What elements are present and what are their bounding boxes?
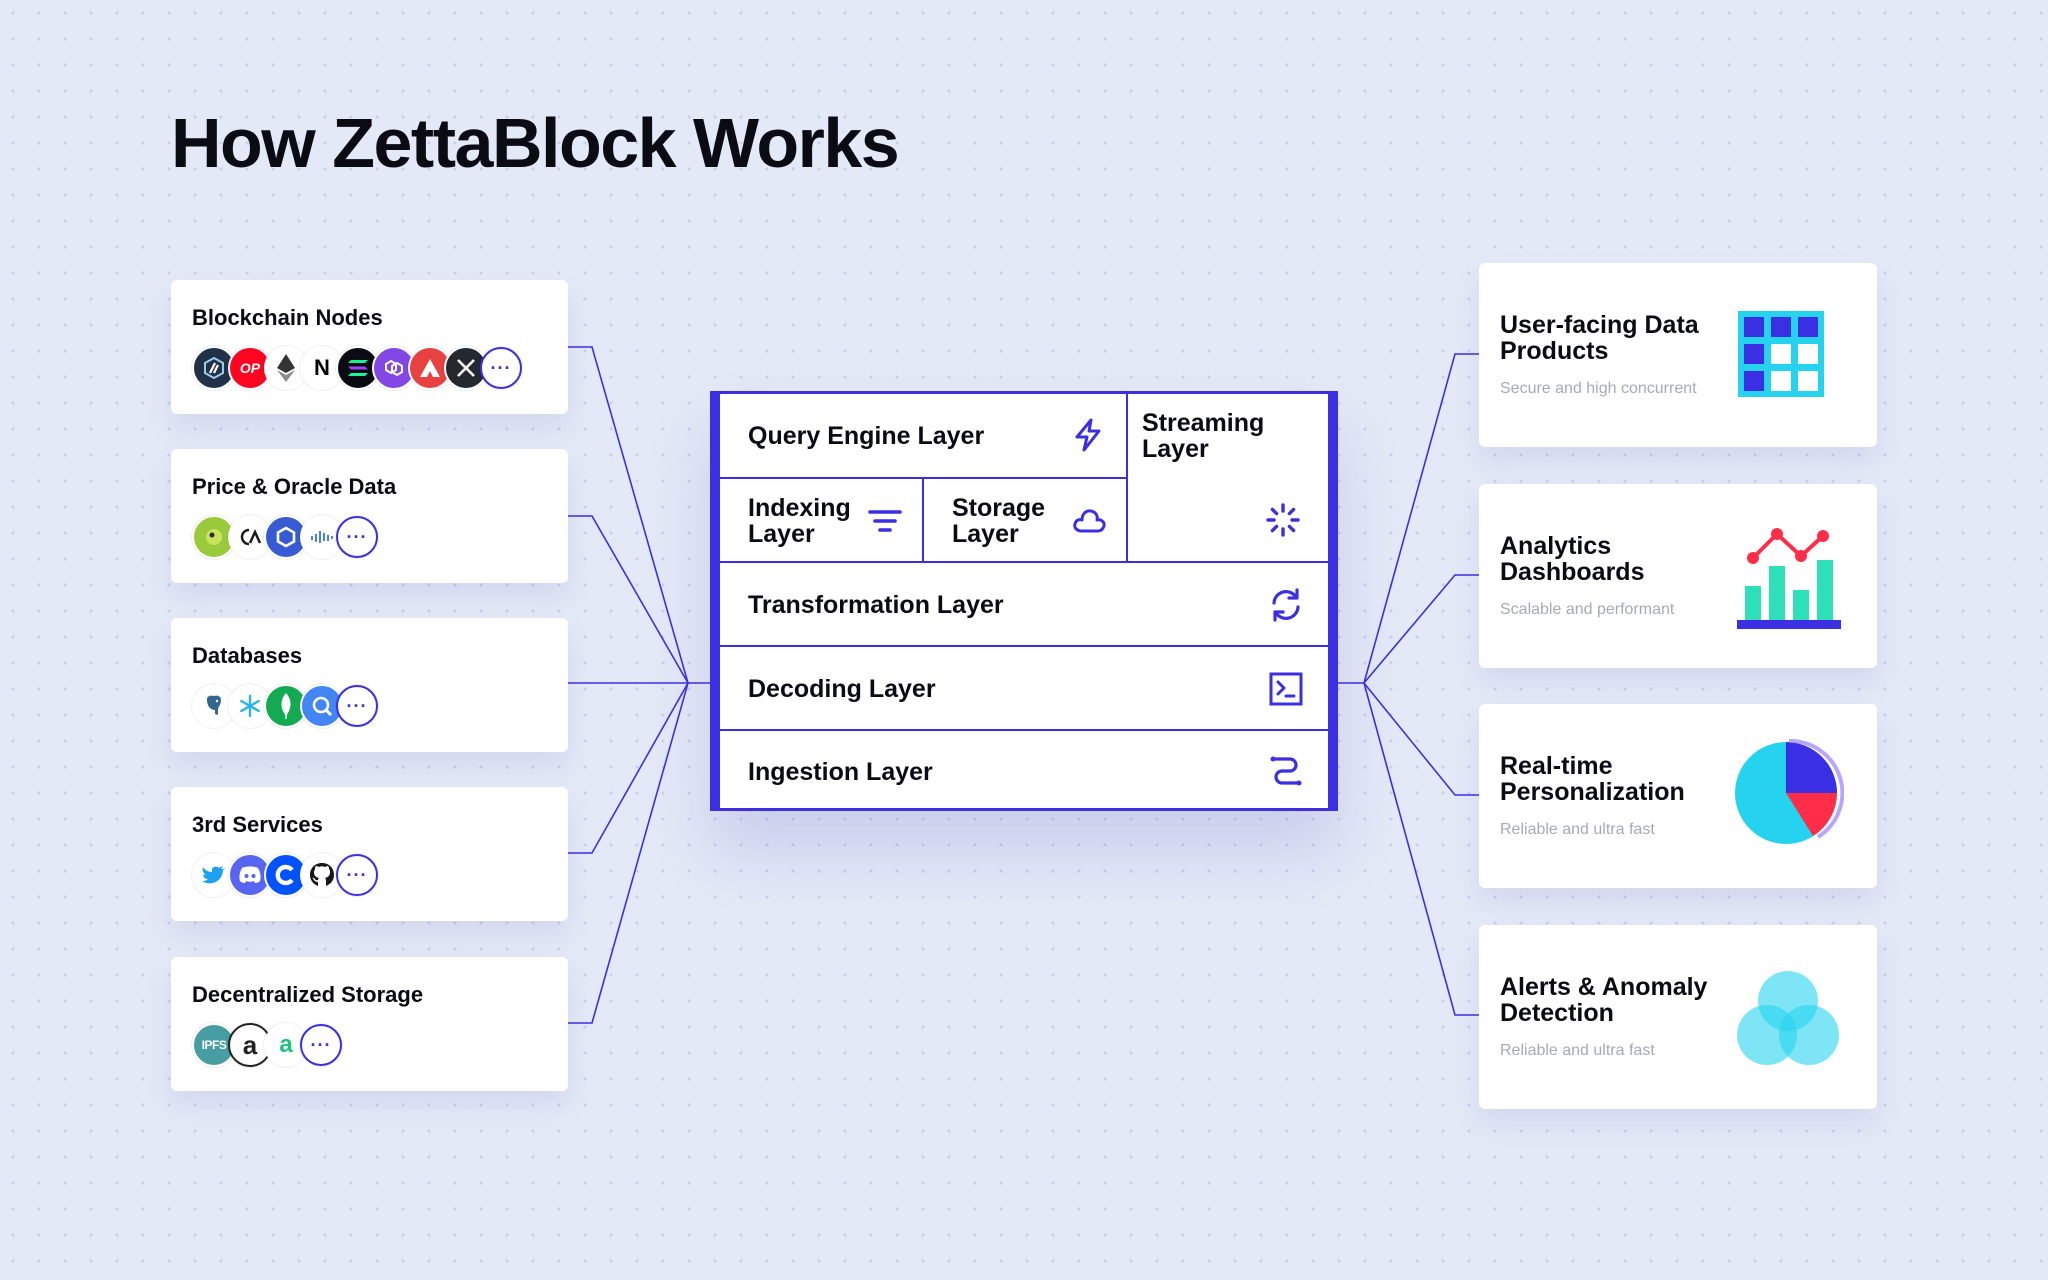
transformation-layer-label: Transformation Layer <box>748 591 1004 619</box>
discord-logo <box>228 853 272 897</box>
lightning-icon <box>1075 418 1101 452</box>
output-card-subtitle: Reliable and ultra fast <box>1500 1042 1655 1059</box>
more-logos-button[interactable]: ··· <box>300 1024 342 1066</box>
output-card-subtitle: Secure and high concurrent <box>1500 380 1697 397</box>
output-card-title: Real-time Personalization <box>1500 752 1685 806</box>
source-card-title: 3rd Services <box>192 812 323 837</box>
output-card-title: Analytics Dashboards <box>1500 532 1645 586</box>
streaming-layer-label: Streaming Layer <box>1142 409 1265 463</box>
grid-table-icon <box>1738 311 1824 397</box>
source-card-title: Databases <box>192 643 303 668</box>
logo-row: ··· <box>192 515 378 559</box>
more-logos-button[interactable]: ··· <box>336 854 378 896</box>
source-card-title: Price & Oracle Data <box>192 474 397 499</box>
page-title: How ZettaBlock Works <box>171 104 900 182</box>
connector-blockchain-nodes <box>568 346 689 684</box>
more-logos-button[interactable]: ··· <box>336 516 378 558</box>
decoding-layer-label: Decoding Layer <box>748 675 936 703</box>
refresh-icon <box>1272 588 1300 622</box>
terminal-icon <box>1269 672 1303 706</box>
venn-circles-icon <box>1737 971 1839 1065</box>
output-card-subtitle: Scalable and performant <box>1500 601 1675 618</box>
connector-decentralized-storage <box>568 682 689 1024</box>
ingestion-layer-label: Ingestion Layer <box>748 758 933 786</box>
query-engine-layer-label: Query Engine Layer <box>748 422 985 450</box>
storage-layer: Storage Layer <box>924 479 1128 563</box>
output-card-title: Alerts & Anomaly Detection <box>1500 973 1708 1027</box>
output-card-alerts-anomaly-detection: Alerts & Anomaly Detection Reliable and … <box>1479 925 1877 1109</box>
filter-icon <box>868 510 902 532</box>
more-logos-button[interactable]: ··· <box>336 685 378 727</box>
connector-analytics <box>1363 574 1479 684</box>
decoding-layer: Decoding Layer <box>720 647 1328 731</box>
connector-3rd-services <box>568 682 689 854</box>
query-engine-layer: Query Engine Layer <box>720 394 1128 479</box>
connector-personalization <box>1363 682 1479 796</box>
loading-spinner-icon <box>1266 503 1300 537</box>
logo-row: IPFS a a ··· <box>192 1023 342 1067</box>
logo-row: ··· <box>192 853 378 897</box>
indexing-layer: Indexing Layer <box>720 479 924 563</box>
ingestion-layer: Ingestion Layer <box>720 731 1328 808</box>
source-card-price-oracle: Price & Oracle Data ··· <box>171 449 568 583</box>
indexing-layer-label: Indexing Layer <box>748 494 851 548</box>
connector-alerts <box>1363 682 1479 1016</box>
logo-row: ··· <box>192 684 378 728</box>
storage-layer-label: Storage Layer <box>952 494 1046 548</box>
cloud-icon <box>1073 509 1106 533</box>
storage-logo-green: a <box>264 1023 308 1067</box>
source-card-decentralized-storage: Decentralized Storage IPFS a a ··· <box>171 957 568 1091</box>
streaming-layer: Streaming Layer <box>1128 394 1328 563</box>
transformation-layer: Transformation Layer <box>720 563 1328 647</box>
pie-chart-icon <box>1735 738 1844 844</box>
bar-line-chart-icon <box>1737 528 1841 629</box>
route-icon <box>1270 756 1302 786</box>
output-card-user-facing-data-products: User-facing Data Products Secure and hig… <box>1479 263 1877 447</box>
zettablock-core-layers: Query Engine Layer Streaming Layer Index… <box>710 391 1338 811</box>
source-card-blockchain-nodes: Blockchain Nodes OP N ··· <box>171 280 568 414</box>
output-card-subtitle: Reliable and ultra fast <box>1500 821 1655 838</box>
more-logos-button[interactable]: ··· <box>480 347 522 389</box>
source-card-title: Decentralized Storage <box>192 982 424 1007</box>
output-card-real-time-personalization: Real-time Personalization Reliable and u… <box>1479 704 1877 888</box>
logo-row: OP N ··· <box>192 346 522 390</box>
output-card-title: User-facing Data Products <box>1500 311 1699 365</box>
source-card-title: Blockchain Nodes <box>192 305 383 330</box>
source-card-databases: Databases ··· <box>171 618 568 752</box>
source-card-3rd-services: 3rd Services ··· <box>171 787 568 921</box>
oracle-logo-ca <box>228 515 272 559</box>
connector-user-facing <box>1363 353 1479 684</box>
connector-price-oracle <box>568 515 689 684</box>
output-card-analytics-dashboards: Analytics Dashboards Scalable and perfor… <box>1479 484 1877 668</box>
